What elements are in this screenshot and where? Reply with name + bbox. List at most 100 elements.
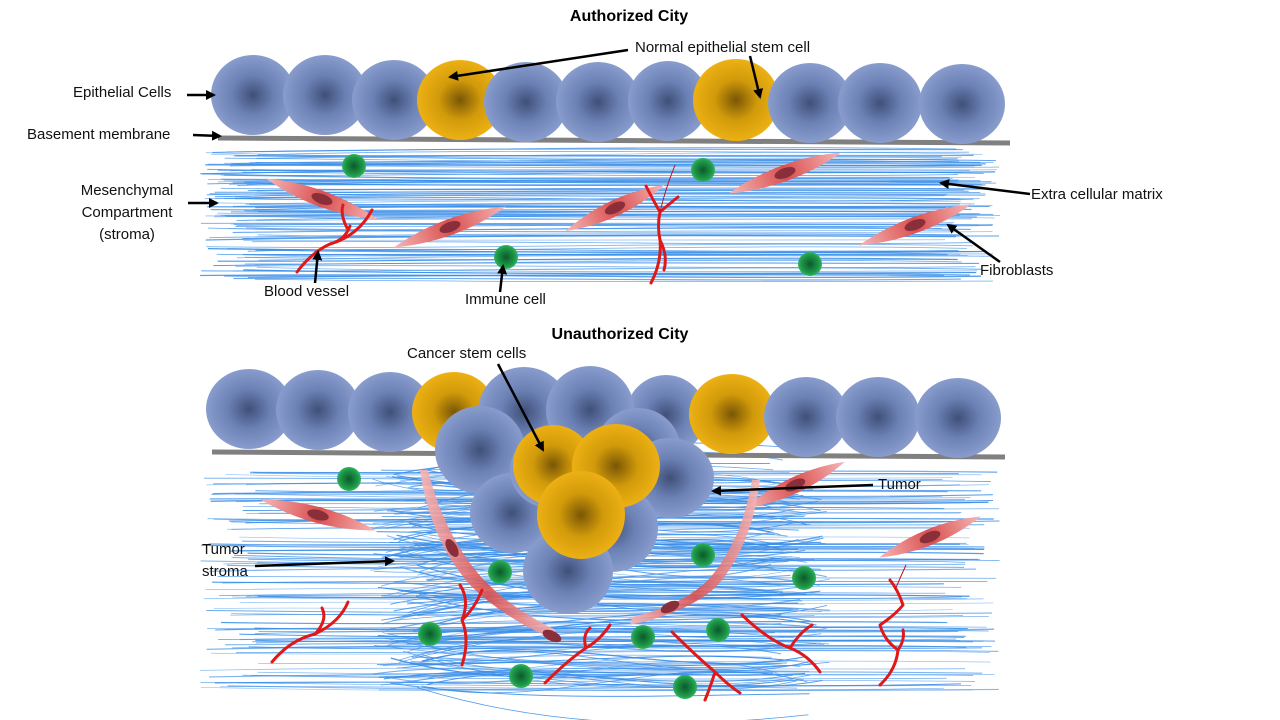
- matrix-fiber: [422, 623, 825, 643]
- fibroblast-nucleus: [307, 509, 329, 521]
- matrix-fiber: [224, 273, 970, 277]
- immune-cells-group: [342, 154, 822, 276]
- matrix-fiber: [256, 216, 995, 222]
- matrix-fiber: [376, 644, 782, 666]
- matrix-fiber: [239, 601, 994, 605]
- matrix-fiber: [210, 650, 990, 655]
- fibroblast-nucleus: [919, 530, 941, 544]
- epithelial-cell: [838, 63, 922, 143]
- matrix-fiber: [418, 595, 805, 607]
- matrix-fiber: [200, 173, 950, 180]
- blood-vessel: [878, 578, 905, 687]
- label-normal-stem-cell: Normal epithelial stem cell: [635, 39, 811, 56]
- fibroblast-nucleus: [439, 220, 461, 234]
- immune-cell: [673, 675, 697, 699]
- matrix-fiber: [237, 682, 972, 687]
- immune-cell: [509, 664, 533, 688]
- immune-cell: [418, 622, 442, 646]
- matrix-fiber: [213, 262, 980, 267]
- matrix-fiber: [235, 223, 980, 228]
- epithelial-cell: [484, 62, 568, 142]
- matrix-fiber: [250, 675, 947, 680]
- immune-cell: [631, 625, 655, 649]
- matrix-fiber: [207, 227, 958, 232]
- immune-cell: [792, 566, 816, 590]
- matrix-fiber: [385, 637, 830, 671]
- label-epithelial-cells: Epithelial Cells: [73, 84, 172, 101]
- blood-vessel: [644, 184, 680, 285]
- matrix-fiber: [219, 686, 945, 690]
- matrix-fiber: [200, 274, 982, 279]
- matrix-fiber: [254, 278, 994, 282]
- epithelial-cell: [211, 55, 295, 135]
- immune-cell: [798, 252, 822, 276]
- epithelial-cell: [352, 60, 436, 140]
- immune-cell: [337, 467, 361, 491]
- label-tumor: Tumor: [878, 476, 921, 493]
- fibroblast: [728, 152, 842, 194]
- matrix-fiber: [243, 239, 946, 241]
- immune-cell: [691, 158, 715, 182]
- matrix-fiber: [235, 160, 981, 165]
- epithelial-cell: [915, 378, 1001, 458]
- matrix-fiber: [207, 163, 1000, 169]
- matrix-fiber: [230, 613, 964, 618]
- matrix-fiber: [421, 650, 813, 672]
- fibroblast-nucleus: [774, 166, 796, 180]
- epithelial-cell: [836, 377, 920, 457]
- fibroblast-nucleus: [311, 192, 333, 206]
- label-extracellular-matrix: Extra cellular matrix: [1031, 186, 1163, 203]
- fibroblast-nucleus: [604, 201, 626, 215]
- matrix-fiber: [233, 277, 961, 281]
- matrix-fiber: [242, 674, 974, 677]
- matrix-fiber: [243, 269, 977, 274]
- matrix-fiber: [232, 227, 971, 234]
- extracellular-matrix-fibers: [200, 147, 1001, 282]
- matrix-fiber: [205, 152, 962, 159]
- immune-cell: [494, 245, 518, 269]
- blood-vessel: [543, 623, 612, 685]
- epithelial-cell: [556, 62, 640, 142]
- matrix-fiber: [242, 171, 959, 177]
- immune-cell: [706, 618, 730, 642]
- label-tumor-stroma-line2: stroma: [202, 563, 248, 580]
- matrix-fiber: [217, 257, 958, 262]
- matrix-fiber: [207, 179, 981, 185]
- label-tumor-stroma: Tumor stroma: [202, 539, 248, 583]
- matrix-fiber: [420, 654, 801, 672]
- cancer-associated-fibroblasts: [260, 461, 981, 643]
- matrix-fiber: [424, 639, 787, 653]
- matrix-fiber: [228, 181, 997, 185]
- label-tumor-stroma-line1: Tumor: [202, 541, 245, 558]
- matrix-fiber: [426, 620, 782, 627]
- matrix-fiber: [212, 148, 963, 153]
- fibroblast: [265, 178, 379, 220]
- tumor-blood-vessels: [270, 564, 907, 702]
- matrix-fiber: [256, 266, 978, 273]
- matrix-fiber: [235, 649, 999, 654]
- matrix-fiber: [218, 635, 965, 640]
- fibroblast: [260, 499, 376, 531]
- label-immune-cell: Immune cell: [465, 291, 546, 308]
- immune-cell: [488, 560, 512, 584]
- epithelial-cell: [348, 372, 432, 452]
- matrix-fiber: [392, 608, 822, 621]
- matrix-fiber: [258, 254, 990, 261]
- blood-vessels-group: [295, 164, 680, 285]
- matrix-fiber: [217, 210, 944, 215]
- fibroblasts-group: [265, 152, 972, 248]
- matrix-fiber: [396, 667, 810, 685]
- matrix-fiber: [210, 152, 983, 157]
- label-blood-vessel: Blood vessel: [264, 283, 350, 300]
- matrix-fiber: [210, 207, 972, 212]
- matrix-fiber: [235, 264, 976, 269]
- title-unauthorized-city: Unauthorized City: [551, 326, 689, 343]
- matrix-fiber: [207, 627, 963, 633]
- fibroblast: [879, 516, 981, 558]
- matrix-fiber: [399, 638, 817, 661]
- matrix-fiber: [247, 187, 980, 191]
- matrix-fiber: [372, 668, 793, 683]
- matrix-fiber: [256, 188, 965, 192]
- fibroblast-nucleus: [660, 600, 680, 614]
- immune-cell: [342, 154, 366, 178]
